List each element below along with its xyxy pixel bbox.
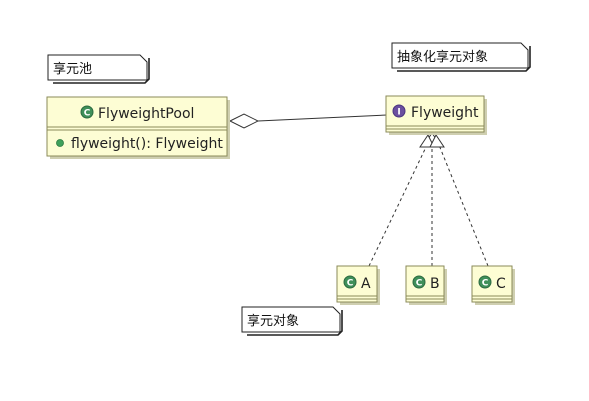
aggregation-line xyxy=(257,114,388,122)
class-name: FlyweightPool xyxy=(98,106,194,122)
class-b[interactable]: C B xyxy=(405,265,447,305)
class-name: B xyxy=(430,276,440,292)
realization-links xyxy=(368,132,489,267)
note-pool-shadow xyxy=(53,58,150,84)
note-pool-text: 享元池 xyxy=(53,61,92,77)
class-a[interactable]: C A xyxy=(336,265,380,305)
note-pool[interactable]: 享元池 xyxy=(47,54,150,84)
note-abstract-text: 抽象化享元对象 xyxy=(397,49,488,65)
class-name: A xyxy=(361,276,371,292)
interface-icon-glyph: I xyxy=(397,108,400,118)
class-c[interactable]: C C xyxy=(471,265,515,305)
class-icon-glyph: C xyxy=(416,279,423,289)
class-icon-glyph: C xyxy=(347,279,354,289)
class-icon: C xyxy=(343,275,357,289)
class-icon: C xyxy=(80,105,94,119)
realization-line-a xyxy=(368,144,428,267)
class-c-box xyxy=(471,265,513,303)
note-abstract[interactable]: 抽象化享元对象 xyxy=(391,42,531,72)
note-abstract-shadow xyxy=(397,46,531,72)
interface-flyweight[interactable]: I Flyweight xyxy=(385,95,487,135)
method-signature: flyweight(): Flyweight xyxy=(71,136,223,152)
note-concrete-box xyxy=(241,306,341,333)
class-icon: C xyxy=(478,275,492,289)
class-icon-glyph: C xyxy=(84,109,91,119)
class-name: C xyxy=(496,276,506,292)
realization-arrowhead-icon xyxy=(419,134,435,148)
note-concrete-text: 享元对象 xyxy=(247,313,299,329)
note-abstract-box xyxy=(391,42,529,69)
aggregation-link xyxy=(228,113,388,129)
public-method-icon xyxy=(56,139,64,147)
note-concrete[interactable]: 享元对象 xyxy=(241,306,343,336)
interface-name: Flyweight xyxy=(411,105,479,121)
note-pool-box xyxy=(47,54,148,81)
aggregation-diamond-icon xyxy=(228,113,260,129)
class-icon-glyph: C xyxy=(482,279,489,289)
class-flyweight-pool[interactable]: C FlyweightPool flyweight(): Flyweight xyxy=(46,96,230,159)
note-concrete-shadow xyxy=(247,310,343,336)
realization-line-c xyxy=(438,144,489,267)
class-icon: C xyxy=(412,275,426,289)
class-a-box xyxy=(336,265,378,303)
interface-icon: I xyxy=(392,104,406,118)
realization-arrowhead-icon xyxy=(429,134,445,148)
